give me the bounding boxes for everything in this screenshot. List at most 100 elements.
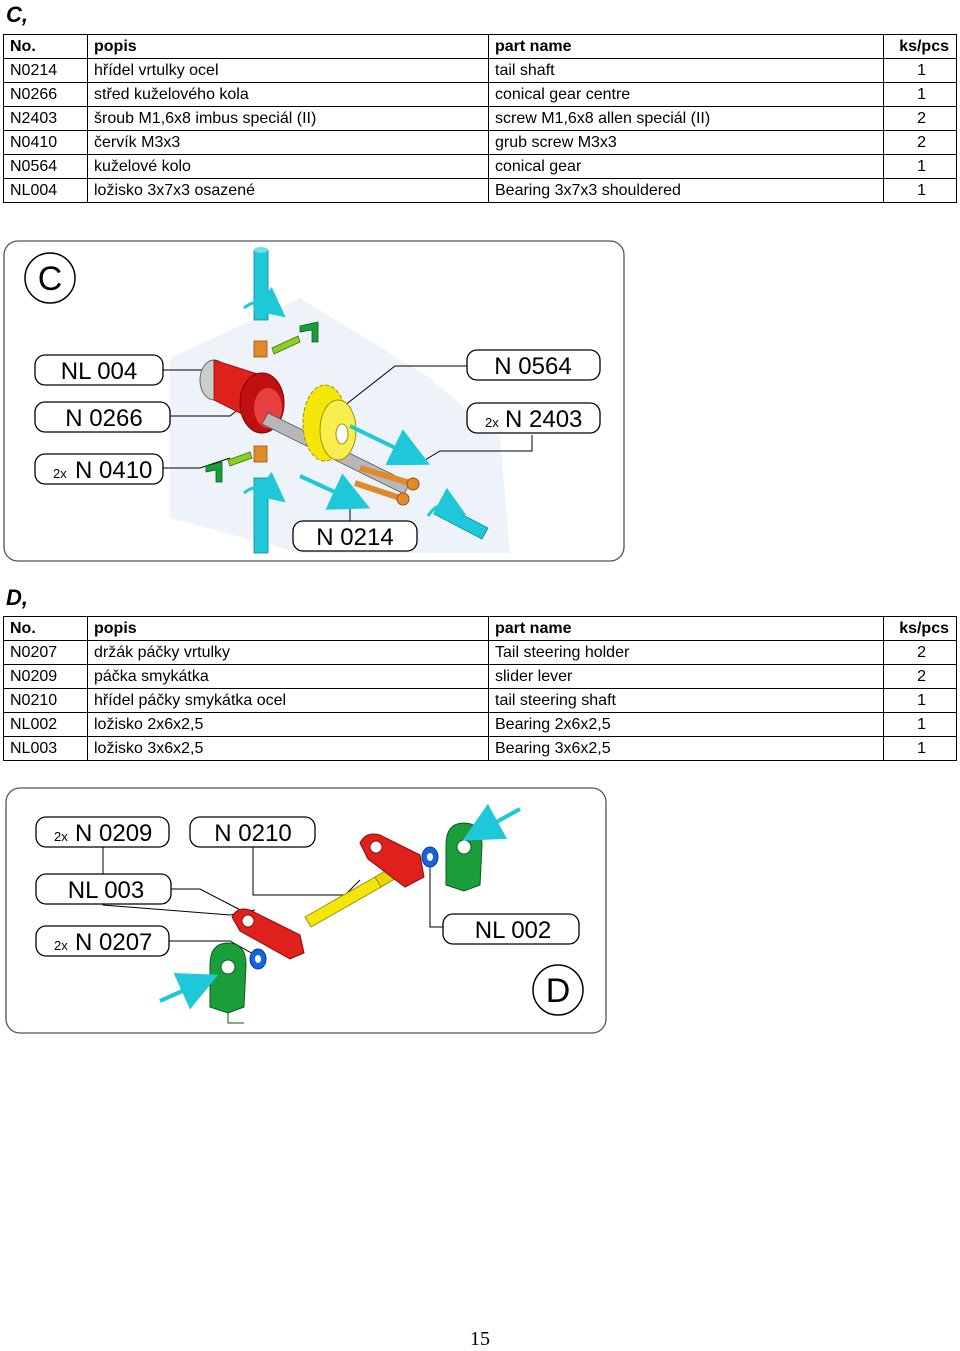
label-nl003: NL 003 xyxy=(35,873,172,905)
section-badge-c: C xyxy=(24,252,76,304)
cell-part-name: tail shaft xyxy=(488,58,884,83)
cell-part-name: conical gear xyxy=(488,154,884,179)
arrow-icon xyxy=(462,803,521,841)
cell-no: N0209 xyxy=(3,664,88,689)
slider-lever-left xyxy=(231,908,305,960)
header-popis: popis xyxy=(87,34,489,59)
cell-popis: ložisko 3x6x2,5 xyxy=(87,736,489,761)
header-no: No. xyxy=(3,616,88,641)
cell-no: N0564 xyxy=(3,154,88,179)
svg-text:N 0214: N 0214 xyxy=(316,524,393,551)
cell-popis: páčka smykátka xyxy=(87,664,489,689)
cell-qty: 2 xyxy=(883,640,957,665)
label-n0564: N 0564 xyxy=(466,349,601,381)
cell-part-name: screw M1,6x8 allen speciál (II) xyxy=(488,106,884,131)
table-header-row: No. popis part name ks/pcs xyxy=(3,34,957,59)
header-part-name: part name xyxy=(488,34,884,59)
svg-text:N 0209: N 0209 xyxy=(75,820,152,847)
table-row: NL003 ložisko 3x6x2,5 Bearing 3x6x2,5 1 xyxy=(3,736,957,761)
allen-key-icon xyxy=(271,321,319,355)
cell-no: N2403 xyxy=(3,106,88,131)
label-n0266: N 0266 xyxy=(34,401,171,433)
table-row: N0410 červík M3x3 grub screw M3x3 2 xyxy=(3,130,957,155)
label-n0214: N 0214 xyxy=(292,520,418,552)
cell-qty: 2 xyxy=(883,106,957,131)
bearing-right xyxy=(421,846,439,868)
grub-screw-top xyxy=(253,340,268,358)
svg-text:NL 003: NL 003 xyxy=(68,877,145,904)
grub-screw-bottom xyxy=(253,445,268,463)
cell-no: N0410 xyxy=(3,130,88,155)
cell-no: N0207 xyxy=(3,640,88,665)
bearing-left xyxy=(249,948,267,970)
header-popis: popis xyxy=(87,616,489,641)
parts-table-c: No. popis part name ks/pcs N0214 hřídel … xyxy=(3,34,957,203)
cell-no: NL003 xyxy=(3,736,88,761)
cell-part-name: Bearing 3x6x2,5 xyxy=(488,736,884,761)
slider-lever-right xyxy=(359,833,425,888)
arrow-icon xyxy=(349,424,431,466)
table-row: N0266 střed kuželového kola conical gear… xyxy=(3,82,957,107)
cell-popis: šroub M1,6x8 imbus speciál (II) xyxy=(87,106,489,131)
cell-popis: ložisko 3x7x3 osazené xyxy=(87,178,489,203)
table-header-row: No. popis part name ks/pcs xyxy=(3,616,957,641)
svg-text:N 2403: N 2403 xyxy=(505,406,582,433)
cell-qty: 1 xyxy=(883,712,957,737)
cell-part-name: slider lever xyxy=(488,664,884,689)
top-shaft xyxy=(253,247,269,321)
svg-text:2x: 2x xyxy=(485,415,499,430)
svg-text:2x: 2x xyxy=(53,466,67,481)
cell-popis: hřídel páčky smykátka ocel xyxy=(87,688,489,713)
svg-text:NL 002: NL 002 xyxy=(475,917,552,944)
svg-text:N 0266: N 0266 xyxy=(65,405,142,432)
cell-popis: střed kuželového kola xyxy=(87,82,489,107)
arrow-icon xyxy=(159,972,219,1010)
cell-part-name: Bearing 2x6x2,5 xyxy=(488,712,884,737)
cell-qty: 2 xyxy=(883,664,957,689)
cell-qty: 1 xyxy=(883,82,957,107)
cell-popis: držák páčky vrtulky xyxy=(87,640,489,665)
cell-popis: červík M3x3 xyxy=(87,130,489,155)
label-n2403: 2x N 2403 xyxy=(466,402,601,434)
svg-text:C: C xyxy=(38,260,63,298)
label-n0207: 2x N 0207 xyxy=(35,925,170,957)
header-part-name: part name xyxy=(488,616,884,641)
table-row: N0210 hřídel páčky smykátka ocel tail st… xyxy=(3,688,957,713)
svg-text:D: D xyxy=(546,972,571,1010)
label-nl004: NL 004 xyxy=(34,354,164,386)
table-row: N0209 páčka smykátka slider lever 2 xyxy=(3,664,957,689)
header-no: No. xyxy=(3,34,88,59)
label-n0209: 2x N 0209 xyxy=(35,816,170,848)
table-row: NL002 ložisko 2x6x2,5 Bearing 2x6x2,5 1 xyxy=(3,712,957,737)
rotate-arrow-icon xyxy=(243,471,286,503)
parts-table-d: No. popis part name ks/pcs N0207 držák p… xyxy=(3,616,957,761)
steering-holder-right xyxy=(445,822,483,892)
allen-key-icon xyxy=(205,451,253,483)
cell-popis: hřídel vrtulky ocel xyxy=(87,58,489,83)
svg-text:N 0210: N 0210 xyxy=(214,820,291,847)
cell-no: N0214 xyxy=(3,58,88,83)
section-c-title: C, xyxy=(6,2,28,27)
header-qty: ks/pcs xyxy=(883,616,957,641)
cell-part-name: tail steering shaft xyxy=(488,688,884,713)
cell-qty: 1 xyxy=(883,58,957,83)
table-row: N0207 držák páčky vrtulky Tail steering … xyxy=(3,640,957,665)
cell-no: N0266 xyxy=(3,82,88,107)
svg-text:N 0207: N 0207 xyxy=(75,929,152,956)
svg-text:2x: 2x xyxy=(54,829,68,844)
rotate-arrow-icon xyxy=(426,487,467,517)
table-row: N0214 hřídel vrtulky ocel tail shaft 1 xyxy=(3,58,957,83)
cell-popis: ložisko 2x6x2,5 xyxy=(87,712,489,737)
table-row: N2403 šroub M1,6x8 imbus speciál (II) sc… xyxy=(3,106,957,131)
label-nl002: NL 002 xyxy=(442,913,580,945)
assembly-diagram-d: 2x N 0209 N 0210 NL 003 2x N 0207 NL 002… xyxy=(5,787,607,1034)
svg-text:NL 004: NL 004 xyxy=(61,358,138,385)
assembly-diagram-c: C xyxy=(3,240,625,562)
cell-no: NL004 xyxy=(3,178,88,203)
cell-qty: 1 xyxy=(883,688,957,713)
conical-gear xyxy=(302,384,357,462)
cell-qty: 1 xyxy=(883,178,957,203)
svg-text:2x: 2x xyxy=(54,938,68,953)
cell-qty: 2 xyxy=(883,130,957,155)
cell-part-name: conical gear centre xyxy=(488,82,884,107)
